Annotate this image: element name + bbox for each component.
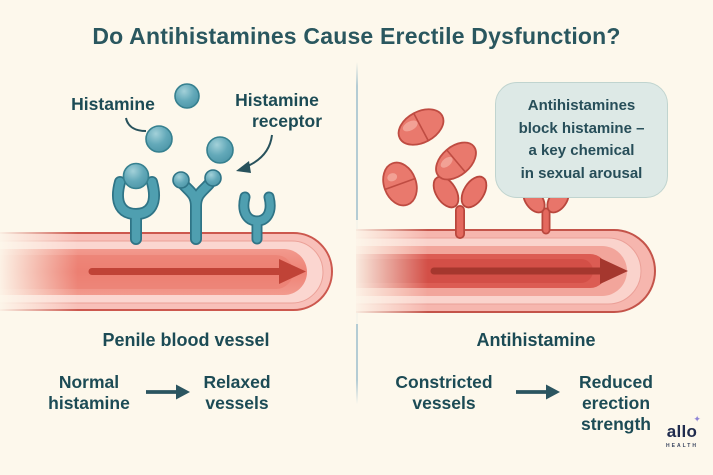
vessel-fade [0,222,78,322]
pill-icon [397,108,445,146]
vessel-fade [356,220,428,324]
brand-text: allo [666,422,698,441]
brand-name: allo✦ [666,415,701,441]
right-summary: Constricted vessels Reduced erection str… [380,372,664,435]
left-vessel-caption: Penile blood vessel [102,330,269,350]
callout-line: a key chemical [528,142,635,159]
pill-icon [435,141,477,181]
page-title: Do Antihistamines Cause Erectile Dysfunc… [92,23,621,49]
callout-line: block histamine – [518,119,645,137]
callout-box: Antihistamines block histamine – a key c… [495,82,668,198]
summary-text: Constricted [395,372,493,392]
summary-text: erection [581,393,651,413]
callout-line: in sexual arousal [520,164,643,182]
summary-text: Normal [58,372,120,392]
pill-icon [382,161,418,207]
summary-text: vessels [205,393,269,413]
left-summary-cause: Normal histamine [36,372,142,414]
receptor-label-line2: receptor [252,111,322,131]
summary-text: vessels [412,393,476,413]
blood-flow-arrow-icon [88,259,306,284]
histamine-receptor-icon [112,169,276,245]
right-vessel-caption: Antihistamine [476,330,595,350]
summary-text: Reduced [579,372,653,392]
right-arrow-icon [516,384,560,400]
right-summary-cause: Constricted vessels [380,372,508,414]
blood-flow-arrow-icon [430,258,628,284]
histamine-label: Histamine [71,94,155,114]
histamine-molecule-icon [122,83,234,190]
receptor-label-line1: Histamine [235,90,319,110]
left-summary-effect: Relaxed vessels [192,372,282,414]
right-summary-effect: Reduced erection strength [568,372,664,435]
histamine-pointer-line [125,117,147,132]
antihistamine-diagram: Antihistamine [356,108,656,350]
summary-text: histamine [48,393,130,413]
left-summary: Normal histamine Relaxed vessels [36,372,282,414]
right-arrow-icon [146,384,190,400]
sparkle-icon: ✦ [693,414,702,424]
normal-histamine-diagram: Histamine Histamine receptor Penile bloo… [0,83,333,350]
blocked-receptor-icon [432,175,488,239]
brand-logo: allo✦ HEALTH [661,415,703,450]
brand-tagline: HEALTH [666,443,698,449]
receptor-pointer-arrow-icon [236,134,273,173]
callout-line: Antihistamines [527,97,636,114]
summary-text: Relaxed [203,372,271,392]
summary-text: strength [581,414,651,434]
